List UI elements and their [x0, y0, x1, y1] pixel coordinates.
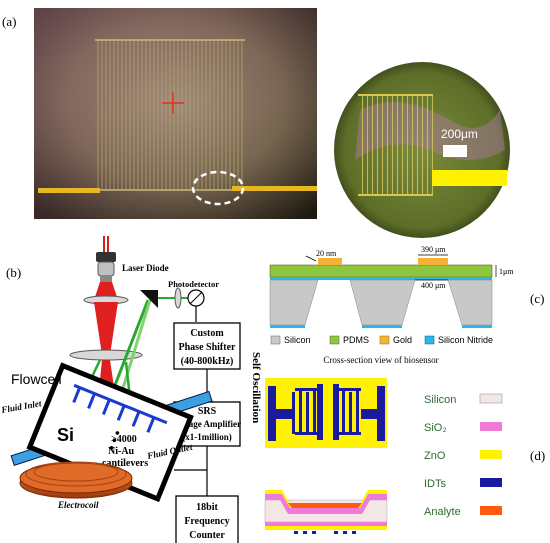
panel-b-label: (b): [6, 265, 21, 280]
gold-electrode-right: [418, 258, 448, 265]
xsec-analyte: [288, 503, 362, 508]
panel-d: Silicon SiO₂ ZnO IDTs Analyte (d): [264, 378, 545, 534]
nitride-bottom-2: [362, 325, 402, 328]
zoom-contact-pad: [432, 170, 507, 186]
panel-d-label: (d): [530, 448, 545, 463]
highlight-circle: [191, 170, 245, 206]
legend-label-gold: Gold: [393, 335, 412, 345]
idt-pattern-left: [268, 384, 323, 441]
legend-label-silicon: Silicon: [284, 335, 311, 345]
laser-beam-middle: [94, 302, 118, 355]
electrocoil-label: Electrocoil: [57, 500, 99, 510]
legend-d-label-silicon: Silicon: [424, 394, 456, 406]
counter-line-2: Frequency: [184, 516, 229, 527]
frequency-counter-box: [175, 495, 239, 543]
dim-390um-label: 390 μm: [421, 245, 446, 254]
idt-pattern-right: [333, 384, 385, 441]
srs-line-2: Voltage Amplifier: [173, 419, 241, 429]
panel-a: 200μm (a): [2, 8, 510, 238]
dim-20nm-label: 20 nm: [316, 249, 337, 258]
xsec-zno-bottom: [265, 526, 387, 530]
phase-shifter-line-2: Phase Shifter: [179, 342, 237, 353]
phase-shifter-line-1: Custom: [190, 328, 224, 339]
mirror-icon: [140, 290, 158, 308]
legend-d-label-analyte: Analyte: [424, 506, 461, 518]
legend-d-swatch-silicon: [479, 393, 503, 404]
reflected-beam-1: [108, 299, 150, 399]
reflected-beam-2: [118, 299, 152, 399]
laser-diode-label: Laser Diode: [122, 263, 169, 273]
phase-shifter-line-3: (40-800kHz): [181, 356, 234, 367]
legend-swatch-pdms: [329, 335, 340, 345]
self-oscillation-label: Self Oscillation: [250, 352, 262, 423]
legend-label-nitride: Silicon Nitride: [438, 335, 493, 345]
silicon-nitride-layer: [270, 277, 492, 280]
contact-pad-right: [232, 186, 317, 191]
nitride-bottom-3: [462, 325, 492, 328]
panel-b: (b) Laser Diode Photodetector Cus: [0, 236, 262, 543]
cantilever-word: cantilevers: [102, 458, 148, 469]
srs-line-3: (x1-1million): [182, 432, 232, 442]
photodetector-label: Photodetector: [168, 279, 219, 289]
legend-d-label-zno: ZnO: [424, 450, 446, 462]
legend-d-swatch-zno: [480, 450, 502, 459]
panel-c: 20 nm 390 μm 400 μm 1μm Silicon PDMS Gol…: [269, 245, 544, 365]
cantilever-material: Ni-Au: [108, 446, 135, 457]
legend-label-pdms: PDMS: [343, 335, 369, 345]
scale-bar-label: 200μm: [441, 127, 478, 141]
legend-d-swatch-sio2: [480, 422, 502, 431]
panel-d-legend: Silicon SiO₂ ZnO IDTs Analyte: [424, 393, 503, 518]
panel-c-label: (c): [530, 291, 544, 306]
detector-lens: [174, 287, 182, 309]
silicon-block-2: [349, 279, 416, 326]
phase-shifter-box: [173, 322, 241, 370]
laser-beam-upper: [94, 282, 118, 300]
contact-pad-left: [38, 188, 100, 193]
legend-d-label-idts: IDTs: [424, 478, 447, 490]
legend-d-swatch-analyte: [480, 506, 502, 515]
panel-c-legend: Silicon PDMS Gold Silicon Nitride: [270, 335, 493, 345]
silicon-block-1: [269, 279, 319, 326]
electrocoil-icon: [19, 461, 133, 499]
pdms-layer: [269, 264, 493, 278]
xsec-sio2-bottom: [265, 522, 387, 526]
xsec-sio2: [265, 494, 387, 514]
dim-400um-label: 400 μm: [421, 281, 446, 290]
legend-swatch-gold: [379, 335, 390, 345]
cantilever-array: [72, 383, 168, 433]
cantilever-count: >4000: [111, 434, 137, 445]
zoom-electrodes: [358, 94, 433, 196]
photodetector-diag: [189, 291, 203, 305]
idt-electrode-array: [95, 40, 245, 190]
counter-line-1: 18bit: [196, 502, 218, 513]
legend-swatch-silicon: [270, 335, 281, 345]
legend-swatch-nitride: [424, 335, 435, 345]
dim-1um-label: 1μm: [499, 267, 514, 276]
gold-electrode-left: [318, 258, 342, 265]
xsec-idts: [294, 531, 356, 534]
flowcell-label: Flowcell: [11, 371, 62, 387]
silicon-label: Si: [57, 425, 74, 445]
panel-c-caption: Cross-section view of biosensor: [323, 355, 438, 365]
legend-d-label-sio2: SiO₂: [424, 422, 447, 434]
nitride-bottom-1: [270, 325, 305, 328]
legend-d-swatch-idts: [480, 478, 502, 487]
panel-a-label: (a): [2, 14, 16, 29]
scale-bar: [443, 145, 467, 157]
laser-diode-icon: [96, 236, 116, 282]
dim-20nm-arrow: [305, 255, 317, 262]
silicon-block-3: [447, 279, 493, 326]
counter-line-3: Counter: [189, 530, 225, 541]
srs-line-1: SRS: [198, 406, 217, 417]
fluid-inlet-label: Fluid Inlet: [0, 398, 42, 415]
